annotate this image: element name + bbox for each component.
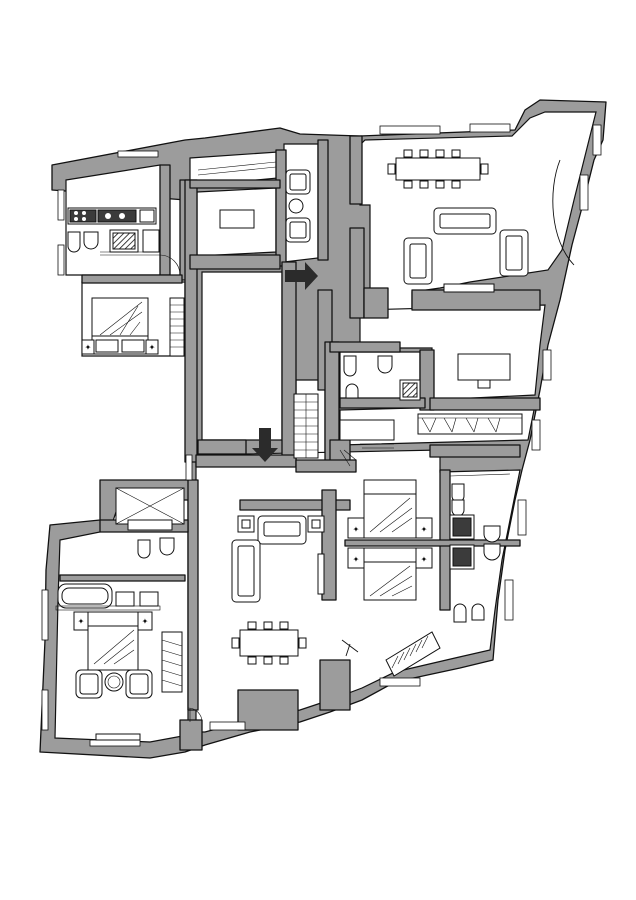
bedroom-twin-furniture: ✦ ✦ ✦ ✦ xyxy=(347,479,433,601)
svg-text:✦: ✦ xyxy=(149,343,156,352)
dining-table-icon xyxy=(239,629,299,657)
closet-furniture xyxy=(197,161,277,229)
main-hall xyxy=(201,271,283,441)
bedroom-south-west-furniture: ✦ ✦ xyxy=(55,487,203,741)
entry-arrow-icon xyxy=(285,262,318,290)
svg-text:✦: ✦ xyxy=(353,555,360,564)
bedroom-west-furniture: ✦ ✦ xyxy=(81,297,185,357)
toilet-icon xyxy=(453,603,467,623)
svg-text:✦: ✦ xyxy=(353,525,360,534)
svg-text:✦: ✦ xyxy=(78,617,85,626)
toilet-icon xyxy=(343,355,357,377)
radiator-furniture xyxy=(341,631,441,677)
double-bed-icon xyxy=(91,297,149,343)
wardrobe-icon xyxy=(417,413,523,435)
wardrobe-icon xyxy=(169,297,185,357)
toilet-icon xyxy=(451,483,465,503)
toilet-icon xyxy=(137,539,151,559)
svg-text:✦: ✦ xyxy=(142,617,149,626)
wardrobe-icon xyxy=(161,631,183,693)
interior-walls xyxy=(59,135,541,751)
entrance-furniture xyxy=(285,169,311,243)
bathroom-small-fixtures xyxy=(343,355,421,401)
staircase-icon xyxy=(293,393,395,467)
toilet-icon xyxy=(67,231,81,253)
windows xyxy=(41,123,602,747)
svg-text:✦: ✦ xyxy=(85,343,92,352)
entry-arrow-icon xyxy=(252,428,278,462)
kitchen-fixtures xyxy=(67,207,181,276)
dining-table-icon xyxy=(395,157,481,181)
studio-furniture xyxy=(417,353,523,435)
living-center-furniture xyxy=(231,515,325,665)
bathroom-east-fixtures xyxy=(449,473,511,623)
svg-text:✦: ✦ xyxy=(421,525,428,534)
svg-text:✦: ✦ xyxy=(421,555,428,564)
dining-living-furniture xyxy=(387,149,575,293)
entry-arrows xyxy=(252,262,318,462)
